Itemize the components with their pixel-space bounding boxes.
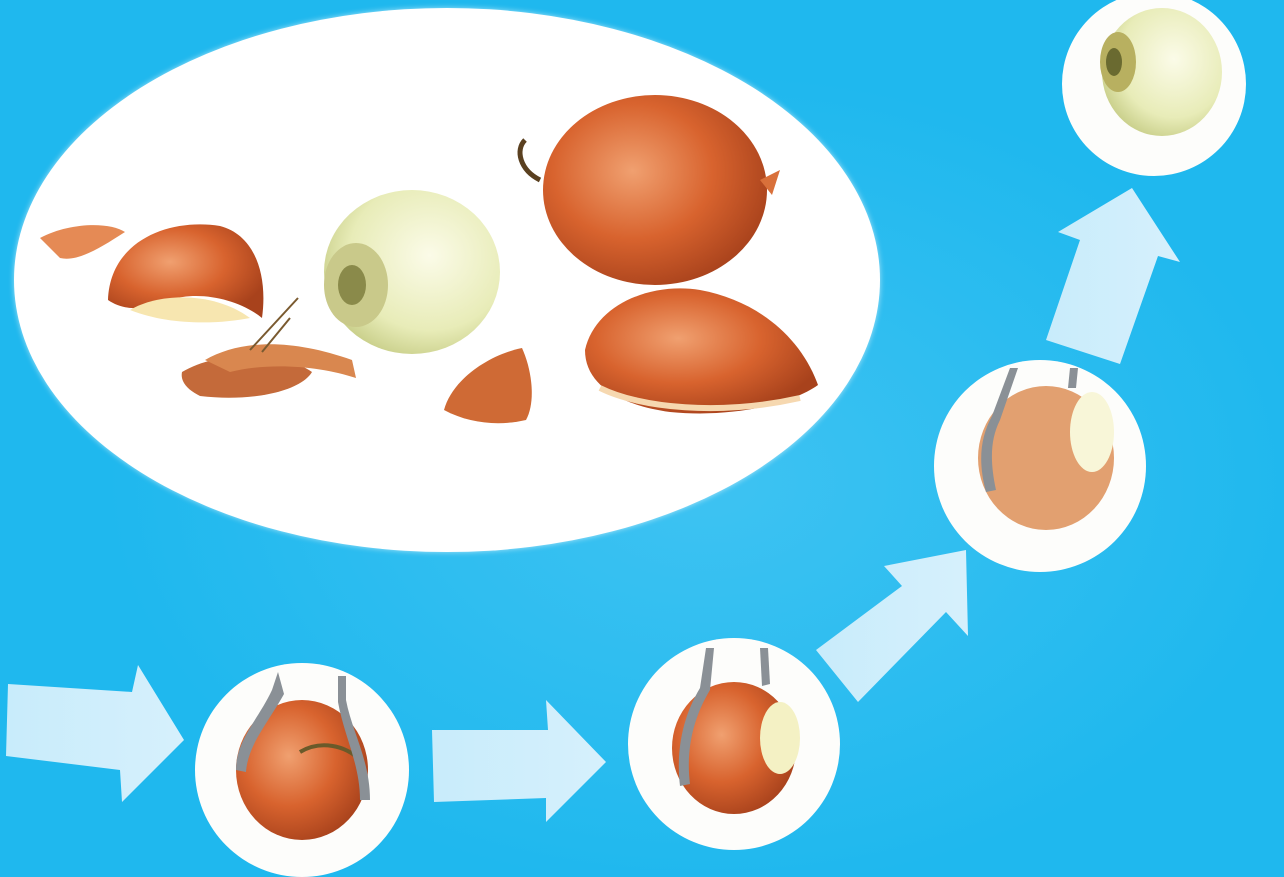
onion-peel-large xyxy=(585,288,818,413)
step-1 xyxy=(195,663,409,877)
arrow-4 xyxy=(1046,188,1180,364)
whole-brown-onion xyxy=(520,95,780,285)
onion-peel-left xyxy=(40,224,263,322)
peeled-white-onion xyxy=(324,190,500,354)
arrow-2 xyxy=(432,700,606,822)
onion-peel-small xyxy=(444,348,532,423)
step-2 xyxy=(628,638,840,850)
arrow-3 xyxy=(816,550,968,702)
arrow-1 xyxy=(6,665,184,802)
step-4 xyxy=(1062,0,1246,176)
step-3 xyxy=(934,360,1146,572)
